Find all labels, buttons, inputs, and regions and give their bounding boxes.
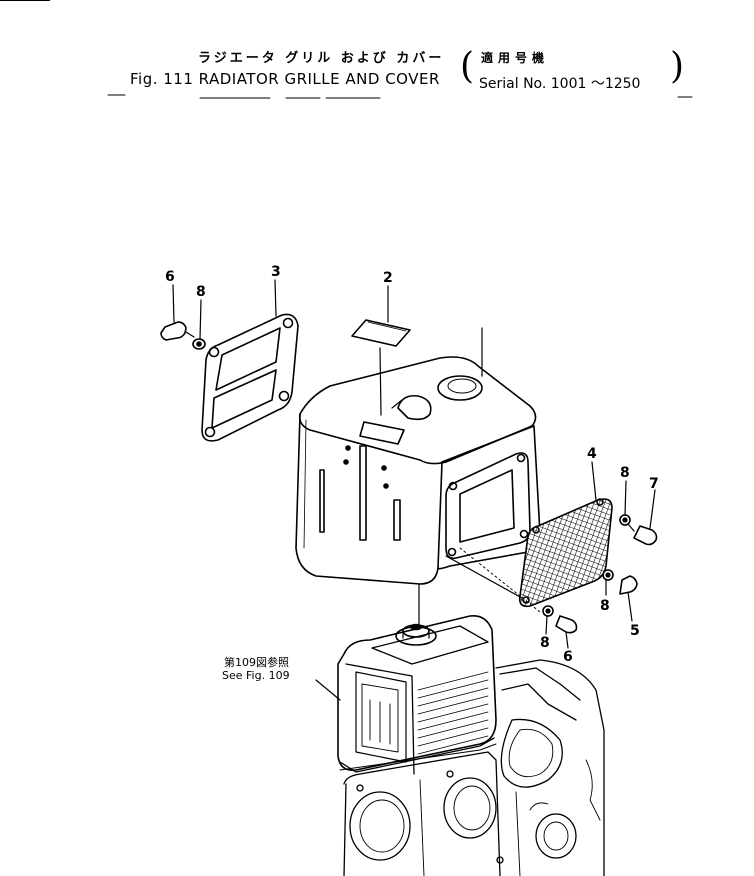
serial-label-japanese: 適用号機 (481, 51, 550, 65)
callout-4: 4 (587, 446, 597, 462)
callout-5: 5 (630, 623, 640, 639)
radiator-assembly (337, 614, 497, 775)
washer-part-8-right-upper (619, 480, 631, 526)
callout-8-top: 8 (196, 284, 206, 300)
callout-7: 7 (649, 476, 659, 492)
header-rule (107, 94, 693, 99)
bolt-part-6-bottom (555, 615, 578, 649)
title-japanese: ラジエータ グリル および カバー (198, 51, 445, 66)
reference-note: See Fig. 109 (222, 669, 290, 682)
reference-note-japanese: 第109図参照 (224, 656, 289, 669)
callout-6-bottom: 6 (563, 649, 573, 665)
callout-8-bottom: 8 (540, 635, 550, 651)
reference-leader (315, 679, 341, 701)
side-plate-part-3 (201, 279, 299, 442)
bolt-part-7 (627, 489, 658, 546)
serial-range: Serial No. 1001 ～1250 (479, 76, 641, 92)
bolt-part-6-top (160, 284, 195, 341)
page-title: Fig. 111 RADIATOR GRILLE AND COVER (130, 70, 440, 88)
callout-2: 2 (383, 270, 393, 286)
label-plate-part-2 (351, 285, 411, 416)
callout-6-top: 6 (165, 269, 175, 285)
serial-paren-close: ) (670, 46, 685, 87)
radiator-cover-part-1 (295, 327, 541, 627)
washer-part-8-bottom (542, 605, 554, 635)
grille-screen-part-4 (445, 461, 613, 613)
callout-3: 3 (271, 264, 281, 280)
callout-8-right-upper: 8 (620, 465, 630, 481)
engine-block-outline (343, 659, 605, 876)
serial-paren-open: ( (460, 46, 475, 87)
bolt-part-5 (619, 575, 638, 622)
callout-8-right-lower: 8 (600, 598, 610, 614)
washer-part-8-top (192, 299, 206, 350)
corner-mark (0, 0, 50, 1)
washer-part-8-right-lower (602, 569, 614, 596)
